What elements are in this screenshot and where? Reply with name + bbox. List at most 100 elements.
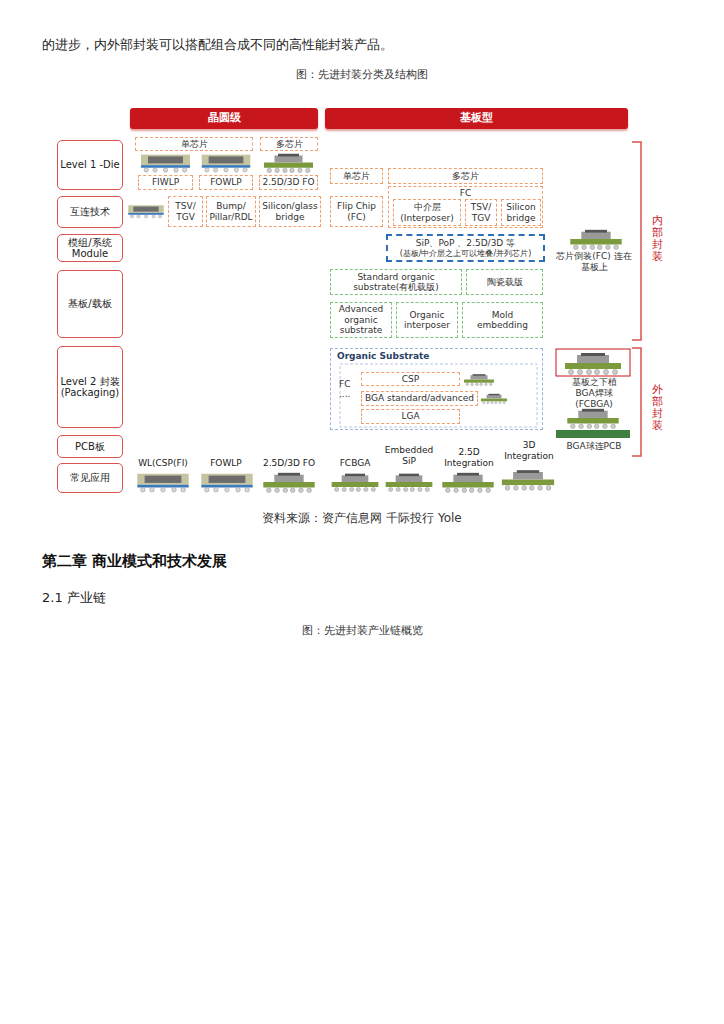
package-figure [128,205,163,218]
vertical-label: 内部封装 [652,215,663,263]
application-figure [137,474,188,492]
node-box: CSP [361,372,460,386]
bracket [632,348,641,456]
node-box: 常见应用 [57,463,123,493]
node-box: FC 中介层 (Interposer) TSV/ TGV Silicon bridge [388,186,543,228]
node-box: TSV/ TGV [168,196,203,227]
side-note: 基板之下植 BGA焊球 (FCBGA) [563,377,625,409]
node-box: Silicon bridge [501,199,541,226]
node-box: 基板/载板 [57,270,123,338]
highlight-frame [556,349,630,376]
application-figure [263,473,314,493]
package-figure [565,353,621,375]
application-figure [332,474,379,492]
node-text: 基板型 [460,112,493,125]
node-text: (基板/中介层之上可以堆叠/并列芯片) [400,249,532,258]
node-text: 模组/系统 Module [60,237,120,260]
application-figure [201,474,252,492]
node-box: SiP、PoP 、2.5D/3D 等(基板/中介层之上可以堆叠/并列芯片) [386,234,545,262]
package-figure [202,155,251,172]
node-text: FIWLP [152,177,179,187]
package-figure [464,374,494,385]
node-box: 基板型 [325,108,628,129]
node-text: 多芯片 [452,171,479,181]
package-figure [567,409,618,429]
node-box: 单芯片 [330,168,383,184]
node-box: Silicon/glass bridge [259,196,321,227]
node-text: Mold embedding [465,310,540,331]
node-box: 单芯片 [135,137,253,151]
node-text: Silicon bridge [504,202,538,223]
node-box: Organic Substrate FC .... CSP BGA standard/… [330,348,543,430]
node-text: 基板/载板 [68,298,111,310]
node-text: TSV/ TGV [171,201,200,222]
node-text: 常见应用 [70,472,110,484]
node-text: SiP、PoP 、2.5D/3D 等 [416,238,515,248]
node-box: PCB板 [57,435,123,458]
node-box: BGA standard/advanced [361,391,478,406]
node-text: Advanced organic substrate [333,304,389,335]
section-heading: 2.1 产业链 [42,590,342,606]
chapter-heading: 第二章 商业模式和技术发展 [42,552,442,570]
package-figure [481,394,507,404]
node-text: TSV/ TGV [468,202,494,223]
node-text: PCB板 [75,441,105,453]
node-text: 陶瓷载版 [487,277,523,287]
application-label: WL(CSP(FI) [130,458,196,469]
node-text: Level 2 封装 (Packaging) [60,376,120,399]
node-text: Organic interposer [399,310,455,331]
node-text: 中介层 (Interposer) [396,202,458,223]
node-text: FC .... [339,379,359,400]
node-box: LGA [361,409,460,424]
application-label: 2.5D/3D FO [254,458,324,469]
node-box: Advanced organic substrate [330,302,392,338]
application-figure [442,473,493,493]
package-figure [264,154,313,173]
node-text: 互连技术 [70,206,110,218]
node-text: BGA standard/advanced [365,393,474,403]
node-box: 多芯片 [260,137,318,151]
node-text: 单芯片 [343,171,370,181]
node-text: Flip Chip (FC) [333,201,380,222]
application-label: Embedded SiP [382,445,436,467]
pcb-board [556,430,630,438]
node-box: 中介层 (Interposer) [393,199,461,226]
node-box: Standard organic substrate(有机载版) [330,269,462,295]
application-label: FOWLP [196,458,256,469]
node-box: Mold embedding [462,302,543,338]
node-text: LGA [401,411,419,421]
application-figure [502,470,554,490]
node-text: Silicon/glass bridge [262,201,318,222]
package-figure [141,155,190,173]
node-text: 多芯片 [276,139,303,149]
node-box: TSV/ TGV [465,199,497,226]
node-box: 2.5D/3D FO [259,175,318,190]
node-text: Organic Substrate [337,351,487,361]
node-text: CSP [402,374,419,384]
node-box: Level 2 封装 (Packaging) [57,346,123,428]
node-box: 互连技术 [57,196,123,228]
node-box: 模组/系统 Module [57,234,123,262]
application-label: FCBGA [326,458,384,469]
side-note: 芯片倒装(FC) 连在基板上 [553,251,635,273]
inner-frame [340,364,537,427]
node-box: 多芯片 [388,168,543,184]
application-label: 2.5D Integration [437,447,501,469]
package-figure [570,230,621,250]
vertical-label: 外部封装 [652,384,663,432]
node-box: 晶圆级 [130,108,318,129]
node-text: 单芯片 [181,139,208,149]
node-text: FC [389,188,542,198]
node-box: FIWLP [138,175,193,190]
node-text: 晶圆级 [208,112,241,125]
node-text: Standard organic substrate(有机载版) [333,272,459,293]
source-caption: 资料来源：资产信息网 千际投行 Yole [0,511,724,525]
node-text: 2.5D/3D FO [262,177,314,187]
body-text: 的进步，内外部封装可以搭配组合成不同的高性能封装产品。 [42,37,682,53]
node-text: Level 1 -Die [60,159,119,171]
node-text: FOWLP [210,177,242,187]
node-box: Flip Chip (FC) [330,196,383,227]
side-note: BGA球连PCB [553,441,635,452]
node-box: 陶瓷载版 [466,269,543,295]
